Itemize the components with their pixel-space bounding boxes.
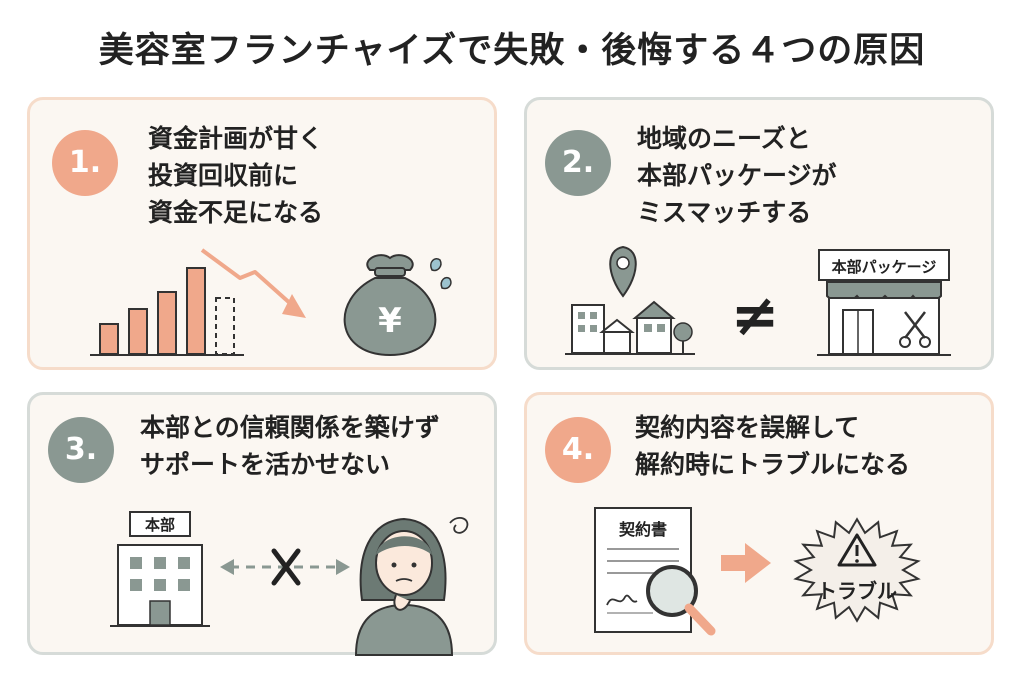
cause-card-1: 1. 資金計画が甘く 投資回収前に 資金不足になる (27, 97, 497, 370)
heading-line: ミスマッチする (637, 198, 812, 227)
broken-connection-icon (220, 548, 350, 586)
sweat-drop-icon (430, 258, 452, 290)
scissors-icon (899, 311, 931, 348)
shop-icon: 本部パッケージ (817, 249, 951, 356)
bar-chart-icon (90, 267, 244, 356)
card-4-illustration: 契約書 トラブル (594, 507, 921, 636)
heading-line: 投資回収前に (148, 161, 299, 190)
heading-line: 資金不足になる (148, 198, 324, 227)
card-2-illustration: ≠ 本部パッケージ (565, 245, 951, 356)
cause-card-4: 4. 契約内容を誤解して 解約時にトラブルになる 契約書 (524, 392, 994, 655)
svg-text:契約書: 契約書 (618, 520, 667, 539)
cause-heading-4: 契約内容を誤解して 解約時にトラブルになる (635, 409, 910, 483)
svg-text:トラブル: トラブル (817, 579, 897, 603)
right-arrow-icon (721, 543, 771, 583)
location-pin-icon (609, 245, 637, 298)
not-equal-icon: ≠ (731, 281, 780, 349)
svg-text:本部: 本部 (145, 516, 175, 534)
town-icon (565, 300, 695, 355)
money-bag-icon: ¥ (343, 254, 437, 357)
heading-line: 契約内容を誤解して (635, 413, 860, 442)
cause-heading-2: 地域のニーズと 本部パッケージが ミスマッチする (637, 120, 837, 231)
down-arrow-icon (200, 248, 306, 318)
heading-line: 本部パッケージが (637, 161, 837, 190)
magnifier-icon (646, 565, 716, 636)
heading-line: 解約時にトラブルになる (635, 450, 911, 479)
cause-heading-3: 本部との信頼関係を築けず サポートを活かせない (140, 409, 440, 483)
cause-heading-1: 資金計画が甘く 投資回収前に 資金不足になる (148, 120, 323, 231)
office-building-icon: 本部 (110, 511, 210, 627)
svg-text:≠: ≠ (731, 281, 780, 349)
card-1-illustration: ¥ (90, 248, 452, 357)
cause-number-3: 3. (48, 417, 114, 483)
heading-line: 地域のニーズと (637, 124, 811, 153)
cause-number-4: 4. (545, 417, 611, 483)
card-3-illustration: 本部 (110, 511, 469, 656)
cause-card-3: 3. 本部との信頼関係を築けず サポートを活かせない 本部 (27, 392, 497, 656)
svg-text:本部パッケージ: 本部パッケージ (832, 258, 937, 276)
svg-text:¥: ¥ (378, 301, 402, 341)
worried-person-icon (354, 516, 469, 656)
page-title: 美容室フランチャイズで失敗・後悔する４つの原因 (98, 31, 926, 71)
heading-line: 本部との信頼関係を築けず (140, 413, 440, 442)
heading-line: サポートを活かせない (140, 450, 391, 479)
cause-number-1: 1. (52, 130, 118, 196)
cause-number-2: 2. (545, 130, 611, 196)
heading-line: 資金計画が甘く (148, 124, 324, 153)
cause-card-2: 2. 地域のニーズと 本部パッケージが ミスマッチする (524, 97, 994, 370)
warning-burst-icon: トラブル (793, 517, 921, 623)
